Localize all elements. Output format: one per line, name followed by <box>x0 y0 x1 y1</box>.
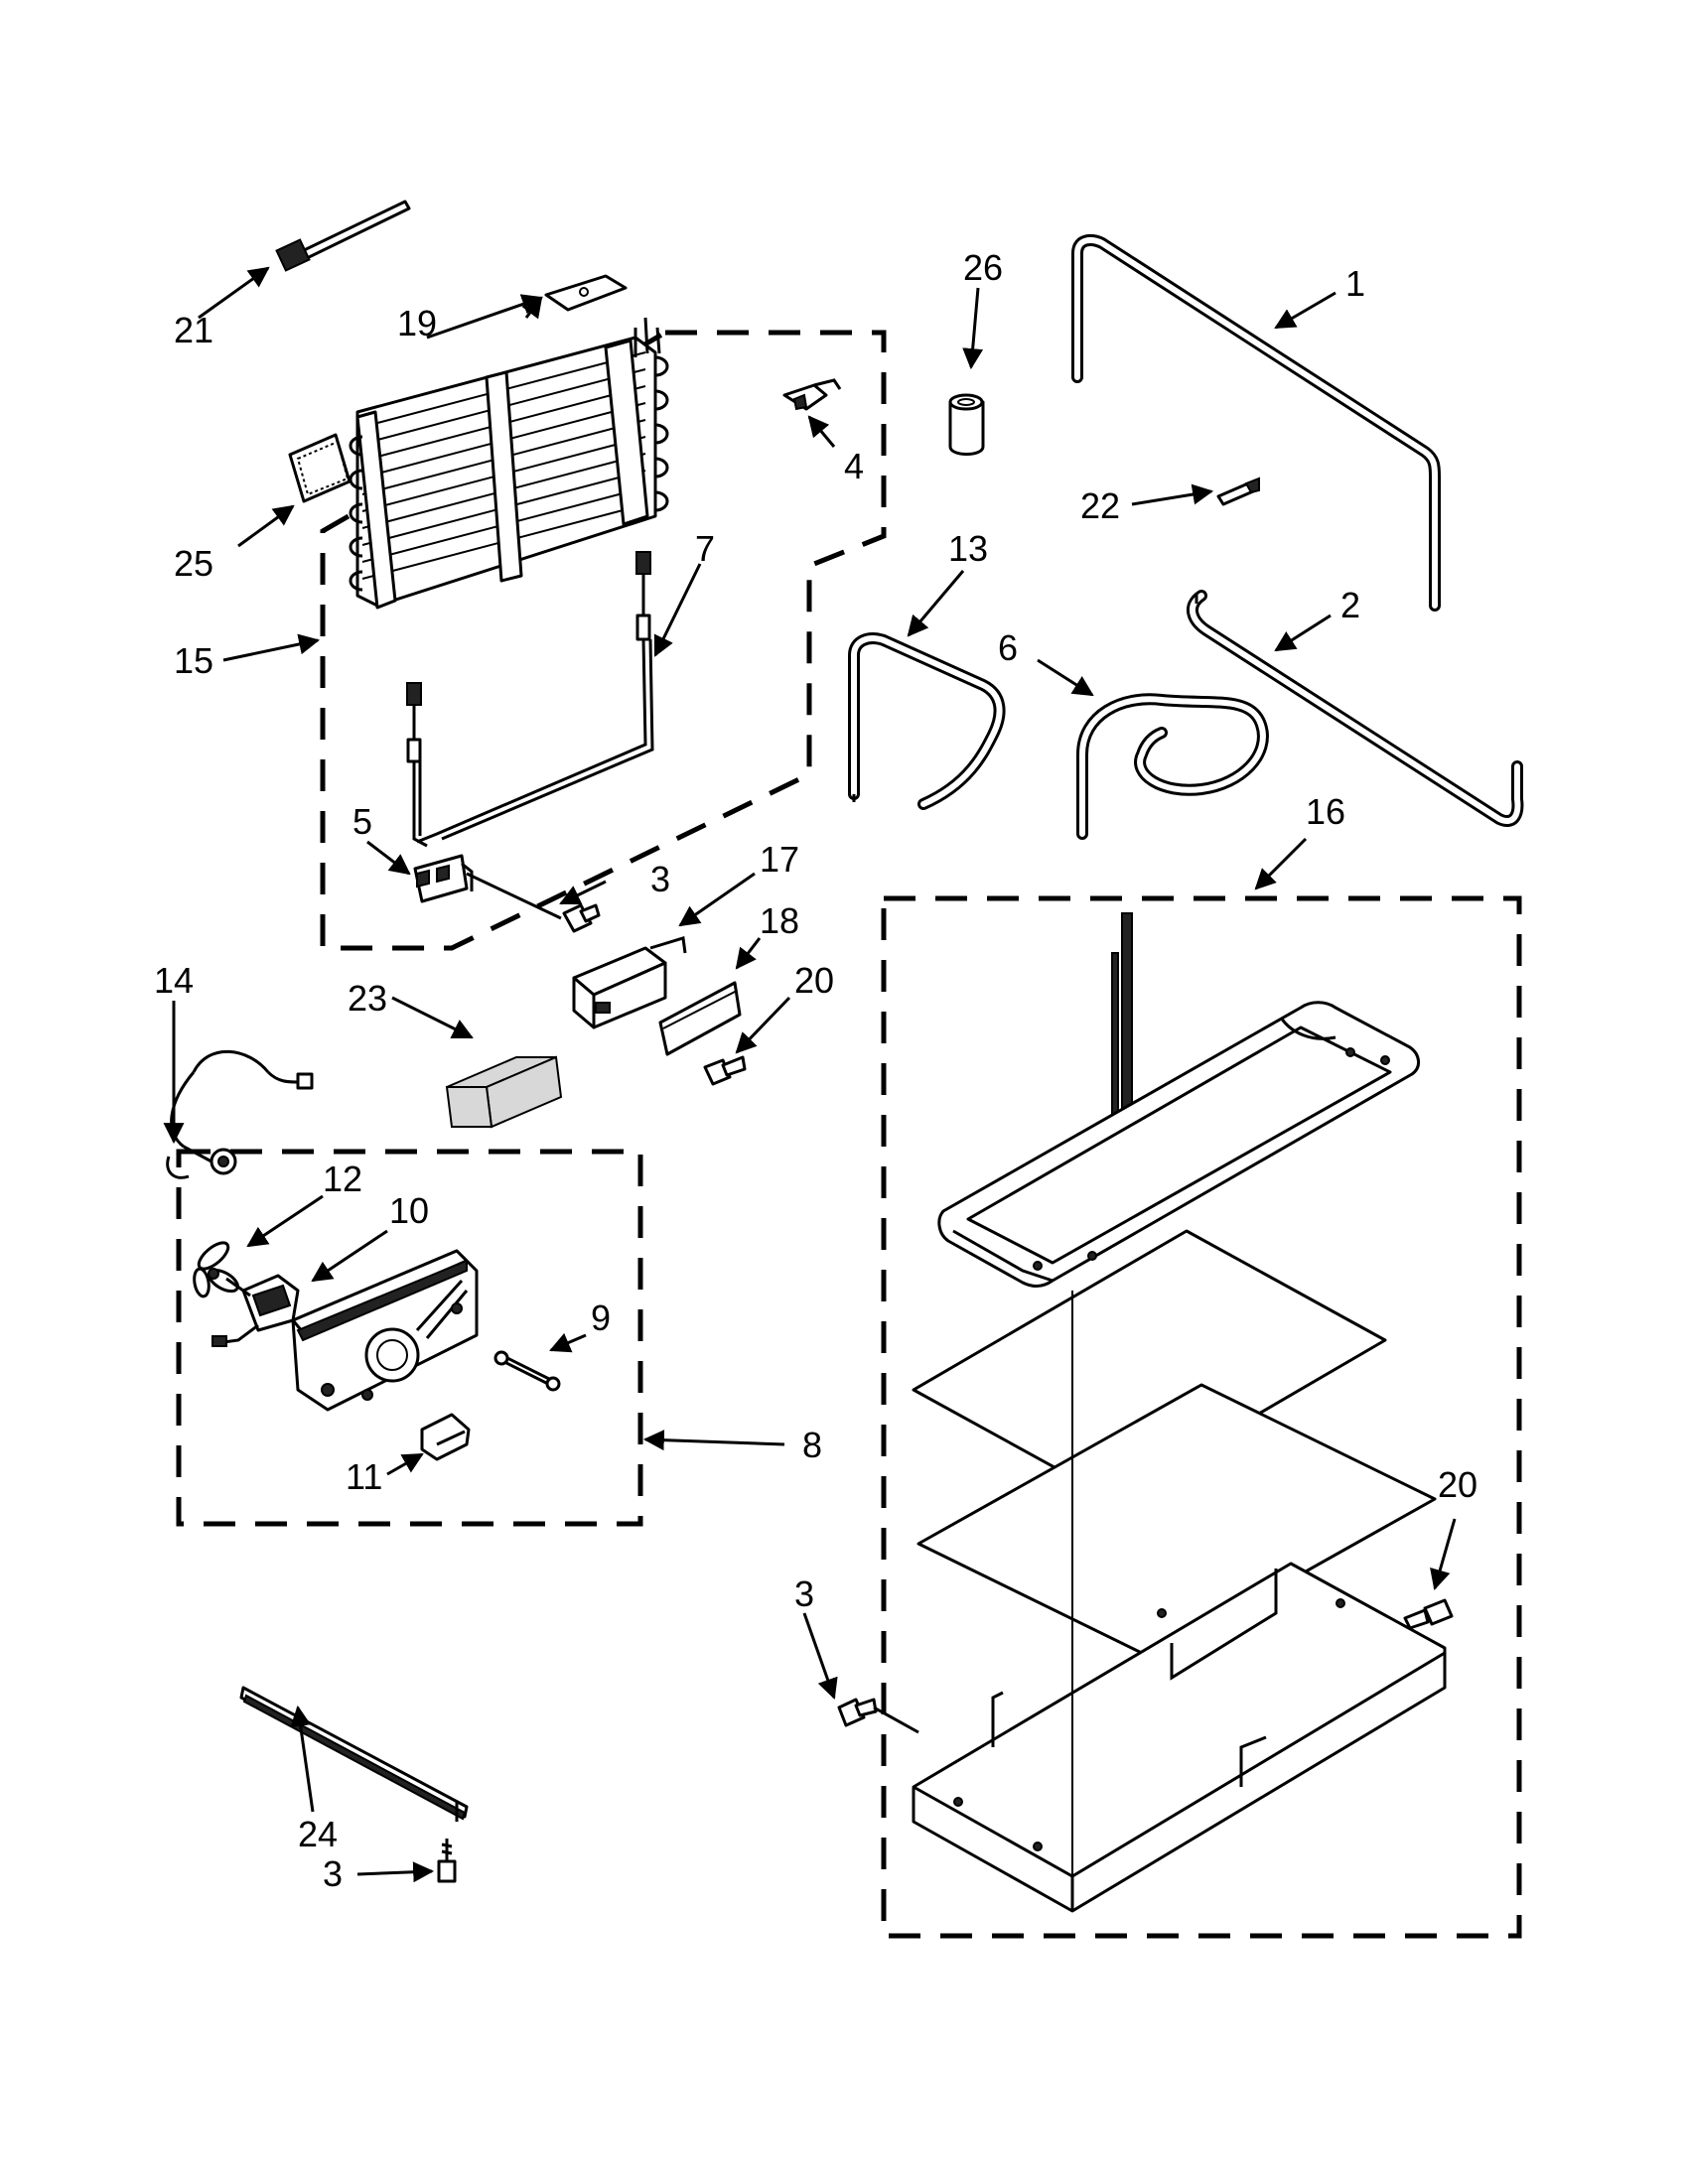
fan-motor-part[interactable] <box>211 1274 300 1347</box>
callout-3: 3 <box>650 859 670 899</box>
callout-8: 8 <box>802 1425 822 1465</box>
motor-bracket-part[interactable] <box>420 1413 471 1461</box>
cover-plate-part[interactable] <box>658 981 742 1056</box>
defrost-heater-part[interactable] <box>406 551 654 848</box>
callout-5: 5 <box>352 801 372 842</box>
callout-13: 13 <box>948 528 988 569</box>
callout-25: 25 <box>174 543 213 584</box>
insulation-pad-part[interactable] <box>288 433 352 503</box>
drip-tray-part[interactable] <box>445 1055 563 1129</box>
terminal-block-part[interactable] <box>413 854 562 920</box>
callout-12: 12 <box>323 1159 362 1199</box>
callout-16: 16 <box>1306 791 1345 832</box>
cable-tie-part[interactable] <box>275 200 411 272</box>
callout-21: 21 <box>174 310 213 350</box>
trim-strip-part[interactable] <box>239 1686 469 1822</box>
callout-19: 19 <box>397 303 437 343</box>
drain-tube-part[interactable] <box>848 632 1006 810</box>
coil-tube-part[interactable] <box>1076 693 1269 840</box>
tube-part[interactable] <box>1187 590 1524 827</box>
callout-10: 10 <box>389 1190 429 1231</box>
evaporator-group-box <box>320 330 887 951</box>
foam-pad-part[interactable] <box>544 274 628 312</box>
callout-4: 4 <box>844 446 864 486</box>
drain-pan-group-box <box>881 895 1522 1939</box>
callout-6: 6 <box>998 627 1018 668</box>
callout-9: 9 <box>591 1297 611 1338</box>
screw-part[interactable] <box>1403 1598 1454 1630</box>
wire-harness-part[interactable] <box>166 1049 314 1179</box>
callout-7: 7 <box>695 528 715 569</box>
callout-14: 14 <box>154 960 194 1001</box>
callout-labels: 1 2 3 4 5 6 7 8 9 10 11 12 13 14 15 16 1… <box>154 247 1477 1894</box>
callout-17: 17 <box>760 839 799 880</box>
callout-11: 11 <box>346 1456 382 1497</box>
bracket-box-part[interactable] <box>572 936 687 1029</box>
evaporator-coil-part[interactable] <box>349 317 669 610</box>
callout-26: 26 <box>963 247 1003 288</box>
tube-part[interactable] <box>1071 234 1441 612</box>
screw-part[interactable] <box>437 1839 457 1883</box>
screw-part[interactable] <box>837 1698 919 1734</box>
drain-pan-part[interactable] <box>912 912 1447 1913</box>
callout-20: 20 <box>794 960 834 1001</box>
callout-18: 18 <box>760 900 799 941</box>
clip-part[interactable] <box>782 378 842 411</box>
callout-24: 24 <box>298 1814 338 1854</box>
fan-blade-part[interactable] <box>193 1238 241 1298</box>
callout-20: 20 <box>1438 1464 1477 1505</box>
callout-15: 15 <box>174 640 213 681</box>
fan-housing-part[interactable] <box>291 1249 479 1412</box>
screw-part[interactable] <box>562 903 601 933</box>
callout-2: 2 <box>1340 585 1360 625</box>
callout-22: 22 <box>1080 485 1120 526</box>
callout-3: 3 <box>794 1573 814 1614</box>
tube-sleeve-part[interactable] <box>948 393 985 456</box>
callout-23: 23 <box>348 978 387 1019</box>
fan-motor-group-box <box>176 1149 643 1527</box>
screw-part[interactable] <box>703 1055 747 1086</box>
callout-1: 1 <box>1345 263 1365 304</box>
grommet-part[interactable] <box>493 1350 561 1392</box>
callout-3: 3 <box>323 1853 343 1894</box>
tube-clip-part[interactable] <box>1216 477 1260 506</box>
